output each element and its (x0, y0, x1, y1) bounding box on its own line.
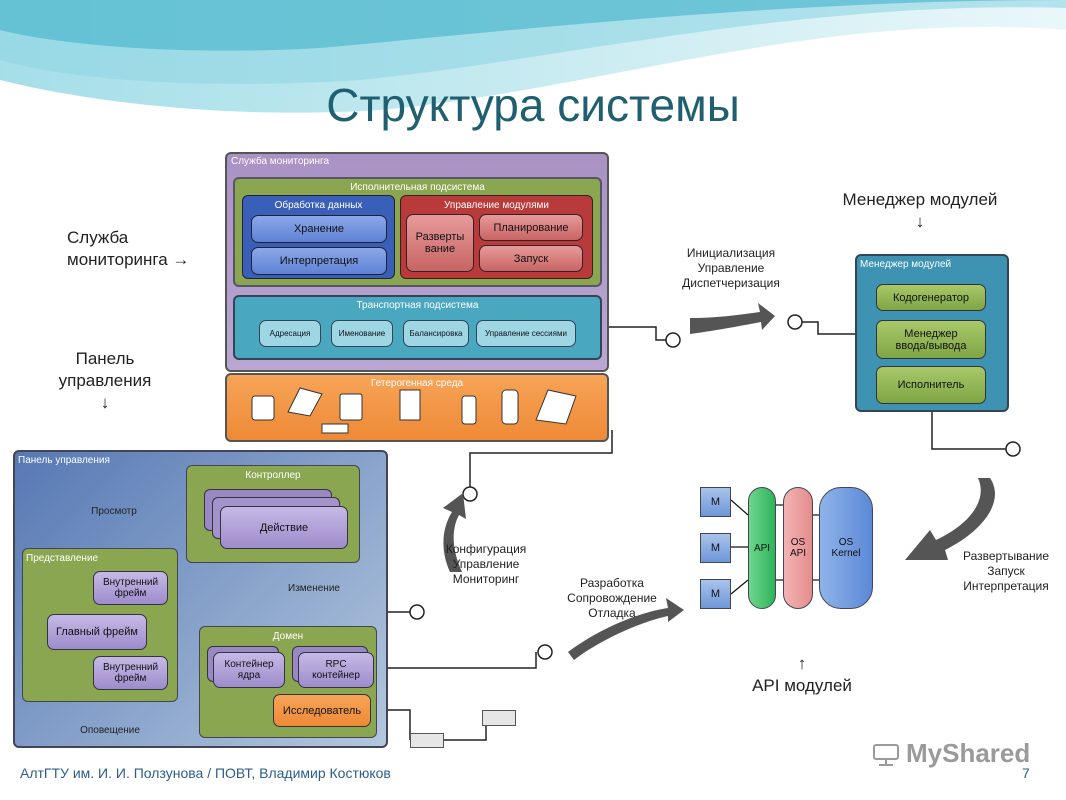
annotation-control-panel: Панель управления ↓ (40, 348, 170, 414)
representation-title: Представление (26, 553, 99, 564)
flow-line: Развертывание (962, 549, 1049, 563)
data-processing-title: Обработка данных (274, 200, 363, 211)
annotation-line: ↑ (797, 654, 807, 673)
connector-box-right (482, 710, 516, 726)
api-pill: API (748, 487, 776, 609)
phone-icon (501, 389, 519, 425)
annotation-line: Менеджер модулей (842, 190, 998, 209)
deploy-flow-label: Развертывание Запуск Интерпретация (946, 549, 1066, 594)
dev-flow-label: Разработка Сопровождение Отладка (554, 576, 670, 621)
watermark-logo-icon (873, 743, 899, 766)
control-panel-title: Панель управления (18, 455, 110, 466)
pc-icon (399, 389, 421, 421)
monitoring-service-title: Служба мониторинга (231, 156, 330, 167)
annotation-line: Служба (67, 228, 129, 247)
init-flow-label: Инициализация Управление Диспетчеризация (666, 246, 796, 291)
annotation-line: Панель (75, 349, 135, 368)
annotation-line: ↓ (100, 393, 110, 412)
transport-subsystem-title: Транспортная подсистема (356, 300, 479, 311)
module-control-title: Управление модулями (444, 200, 549, 211)
addressing-pill: Адресация (259, 320, 321, 347)
header-wave (0, 0, 1066, 113)
controller-title: Контроллер (245, 470, 301, 481)
page-number: 7 (1022, 765, 1030, 781)
sessions-pill: Управление сессиями (476, 320, 576, 347)
monitor-icon (251, 395, 275, 421)
flow-line: Мониторинг (452, 572, 520, 586)
connector-box-left (410, 733, 444, 748)
deployment-pill: Разверты вание (406, 214, 474, 272)
tablet-icon (461, 395, 477, 425)
module-m2: M (700, 533, 731, 563)
codegen-pill: Кодогенератор (876, 284, 986, 311)
rpc-container-pill: RPC контейнер (298, 652, 374, 688)
view-label: Просмотр (91, 506, 137, 517)
flow-line: Отладка (588, 606, 636, 620)
annotation-line: API модулей (752, 676, 852, 695)
executor-pill: Исполнитель (876, 366, 986, 404)
interpretation-pill: Интерпретация (251, 247, 387, 275)
os-api-pill: OS API (783, 487, 813, 609)
flow-line: Сопровождение (567, 591, 657, 605)
config-flow-label: Конфигурация Управление Мониторинг (426, 542, 546, 587)
annotation-line: ↓ (915, 212, 925, 231)
launch-pill: Запуск (479, 245, 583, 272)
main-frame-pill: Главный фрейм (47, 614, 147, 650)
flow-line: Инициализация (686, 246, 776, 260)
flow-line: Конфигурация (445, 542, 527, 556)
os-kernel-pill: OS Kernel (819, 487, 873, 609)
flow-line: Разработка (580, 576, 644, 590)
action-pill: Действие (220, 506, 348, 549)
module-m3: M (700, 579, 731, 609)
kernel-container-pill: Контейнер ядра (213, 652, 285, 688)
laptop-icon (287, 387, 323, 417)
notification-label: Оповещение (80, 725, 140, 736)
exec-subsystem-title: Исполнительная подсистема (350, 182, 485, 193)
watermark-text: MyShared (906, 738, 1031, 768)
planning-pill: Планирование (479, 214, 583, 241)
module-m1: M (700, 487, 731, 517)
footer-credit: АлтГТУ им. И. И. Ползунова / ПОВТ, Влади… (20, 765, 391, 781)
notebook-icon (535, 389, 577, 425)
module-manager-title: Менеджер модулей (860, 259, 952, 270)
device-icons (251, 387, 577, 434)
naming-pill: Именование (331, 320, 393, 347)
annotation-module-manager: Менеджер модулей ↓ (820, 189, 1020, 233)
domain-title: Домен (272, 631, 304, 642)
researcher-pill: Исследователь (273, 694, 371, 727)
io-manager-pill: Менеджер ввода/вывода (876, 320, 986, 359)
annotation-line: мониторинга → (67, 250, 190, 269)
storage-pill: Хранение (251, 215, 387, 243)
desktop-icon (339, 393, 363, 421)
flow-line: Интерпретация (963, 579, 1049, 593)
flow-line: Запуск (987, 564, 1025, 578)
annotation-line: управления (58, 371, 152, 390)
inner-frame-top-pill: Внутренний фрейм (93, 571, 168, 605)
keyboard-icon (321, 423, 349, 434)
annotation-monitoring-service: Служба мониторинга → (67, 227, 189, 271)
hetero-env-title: Гетерогенная среда (370, 378, 464, 389)
inner-frame-bottom-pill: Внутренний фрейм (93, 656, 168, 690)
watermark: MyShared (872, 738, 1030, 769)
slide-title: Структура системы (326, 79, 740, 131)
flow-line: Диспетчеризация (682, 276, 780, 290)
change-label: Изменение (288, 583, 340, 594)
flow-line: Управление (452, 557, 520, 571)
flow-line: Управление (697, 261, 765, 275)
annotation-api-modules: ↑ API модулей (740, 653, 864, 697)
balancing-pill: Балансировка (403, 320, 469, 347)
